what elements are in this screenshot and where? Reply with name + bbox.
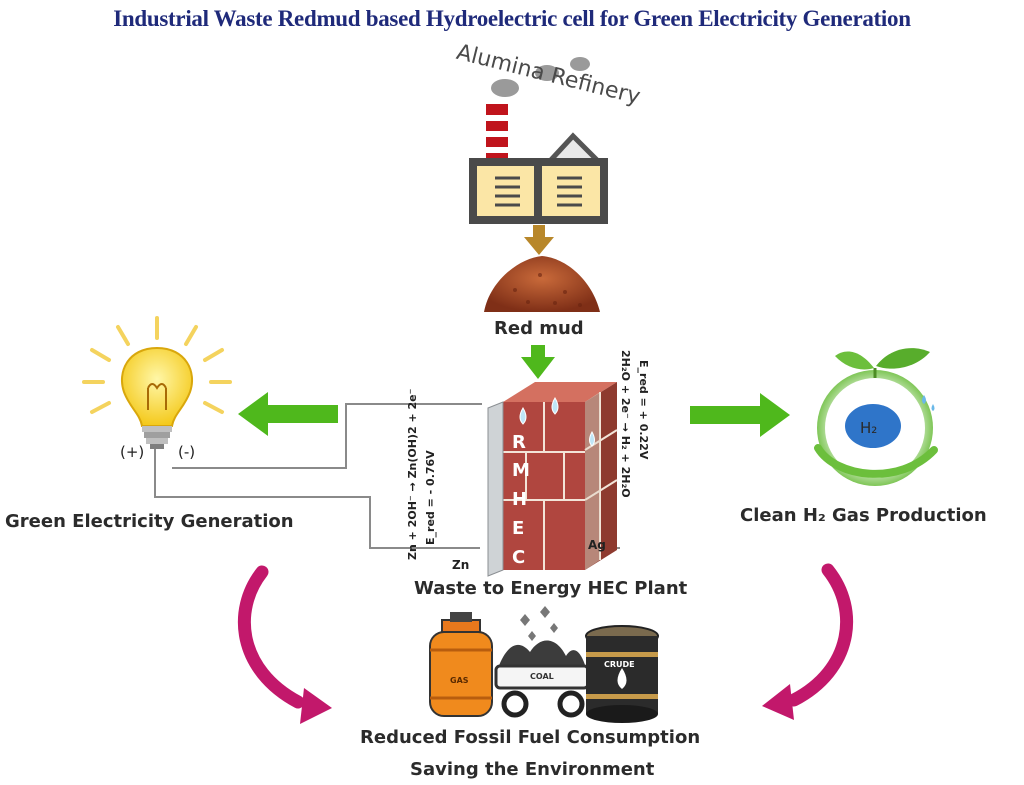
negative-terminal-label: (-) (178, 443, 196, 461)
hydrogen-symbol: H₂ (860, 419, 878, 437)
cell-letter-c: C (512, 547, 526, 568)
arrow-down-brown-icon (524, 225, 554, 255)
cell-letter-m: M (512, 460, 530, 481)
hec-plant-label: Waste to Energy HEC Plant (414, 578, 688, 599)
anode-potential: E_red = - 0.76V (424, 450, 437, 545)
light-bulb-icon (82, 316, 232, 449)
arrow-right-green-icon (690, 393, 790, 437)
cathode-label: Ag (588, 538, 606, 552)
hydrogen-gas-icon (814, 348, 938, 486)
arrow-down-green-icon (521, 345, 555, 379)
saving-environment-label: Saving the Environment (410, 759, 655, 780)
arrow-left-green-icon (238, 392, 338, 436)
clean-hydrogen-label: Clean H₂ Gas Production (740, 505, 987, 526)
red-mud-label: Red mud (494, 318, 584, 339)
crude-tag: CRUDE (604, 660, 635, 669)
crude-barrel-icon (585, 625, 659, 723)
page-title: Industrial Waste Redmud based Hydroelect… (113, 6, 911, 31)
cell-letter-r: R (512, 432, 526, 453)
green-electricity-label: Green Electricity Generation (5, 511, 294, 532)
gas-tag: GAS (450, 676, 469, 685)
gas-cylinder-icon (429, 612, 493, 717)
cathode-reaction: 2H₂O + 2e⁻ → H₂ + 2H₂O (619, 350, 632, 498)
refinery-icon (469, 104, 608, 224)
cathode-potential: E_red = + 0.22V (637, 360, 650, 460)
curved-arrow-left-icon (237, 565, 332, 724)
smoke-icon (491, 57, 590, 97)
cell-letter-e: E (512, 518, 525, 539)
reduced-fossil-label: Reduced Fossil Fuel Consumption (360, 727, 701, 748)
positive-terminal-label: (+) (120, 443, 145, 461)
coal-tag: COAL (530, 672, 554, 681)
coal-cart-icon (494, 606, 590, 718)
anode-reaction: Zn + 2OH⁻ → Zn(OH)2 + 2e⁻ (406, 388, 419, 560)
hec-cell-icon (487, 382, 618, 577)
cell-letter-h: H (512, 489, 528, 510)
anode-label: Zn (452, 558, 470, 572)
curved-arrow-right-icon (762, 563, 854, 720)
red-mud-pile-icon (484, 256, 600, 312)
